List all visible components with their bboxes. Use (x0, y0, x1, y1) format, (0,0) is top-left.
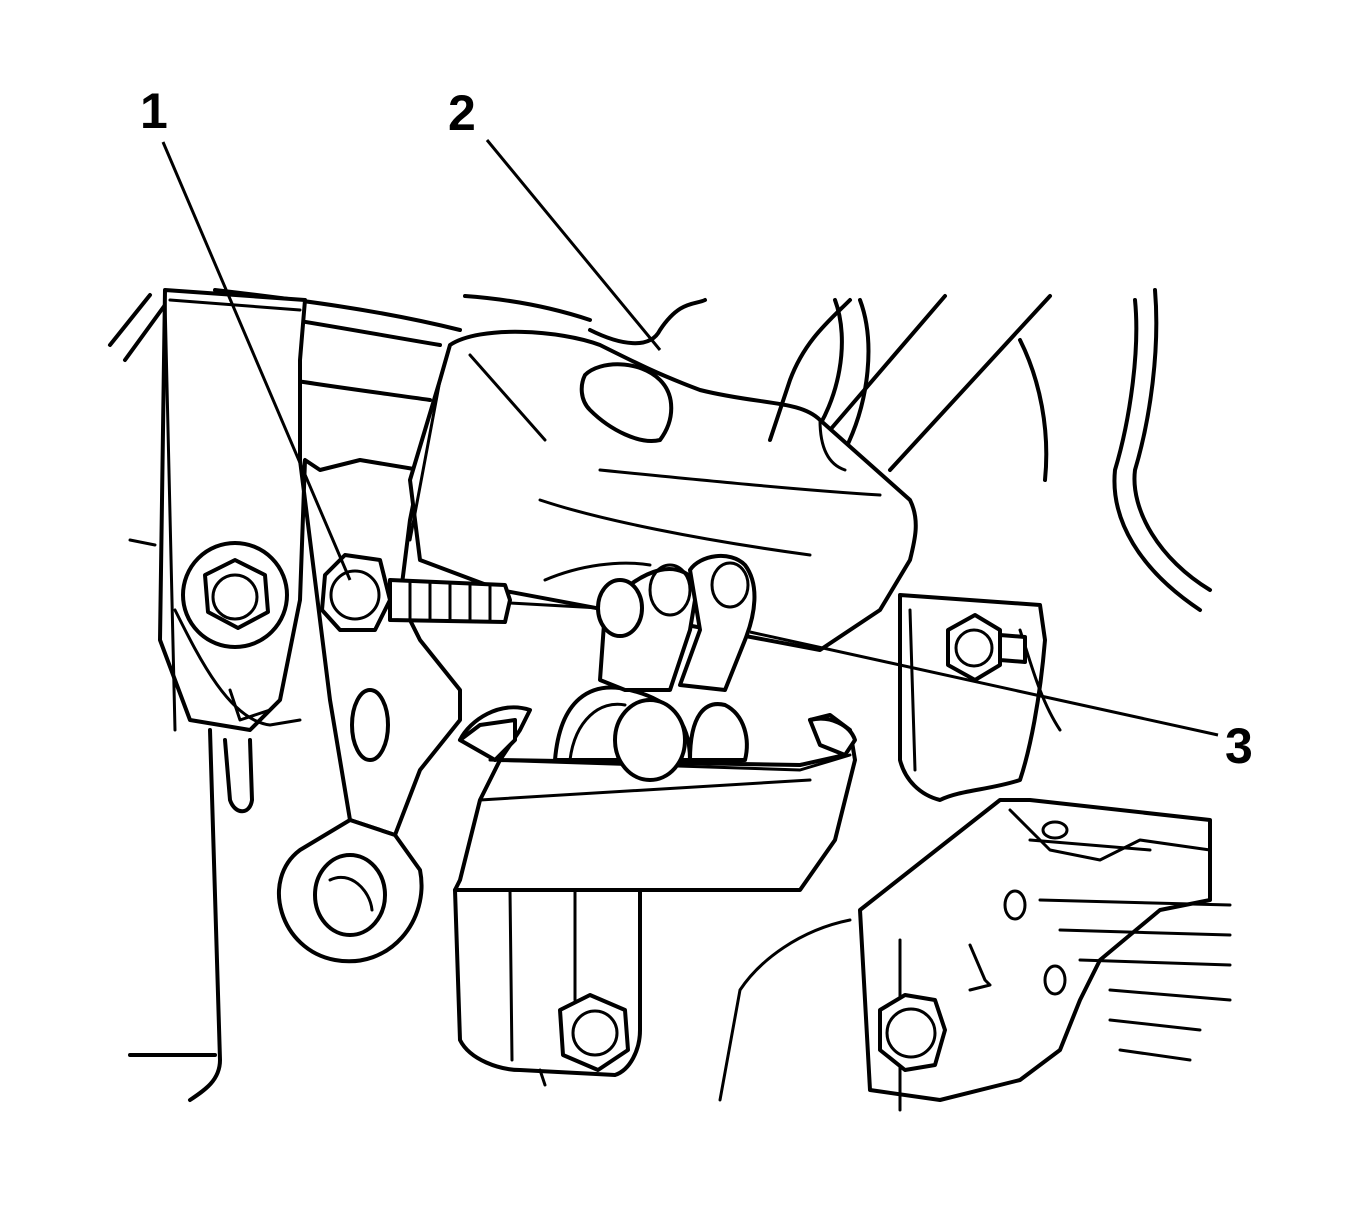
background-structure (108, 288, 1212, 612)
leader-2 (485, 139, 662, 351)
frame-crossmember (718, 798, 1232, 1112)
leader-3 (749, 630, 1219, 737)
insulator-core (553, 685, 749, 782)
lower-bolt (558, 993, 630, 1072)
forked-bracket (543, 553, 757, 692)
callout-1: 1 (140, 83, 168, 139)
mount-housing (408, 329, 918, 652)
leader-lines (161, 139, 1219, 737)
bolt-callout-1 (320, 553, 601, 632)
left-bracket (128, 288, 462, 1102)
bracket-boss (276, 818, 424, 964)
frame-bolt (878, 993, 947, 1072)
leader-1 (161, 141, 352, 581)
lower-insulator (453, 705, 857, 892)
right-stud (946, 613, 1027, 682)
through-hole (596, 578, 644, 638)
callout-2: 2 (448, 85, 476, 141)
upper-strut (588, 298, 852, 442)
callout-3: 3 (1225, 718, 1253, 774)
bracket-bolt-left (181, 541, 289, 649)
